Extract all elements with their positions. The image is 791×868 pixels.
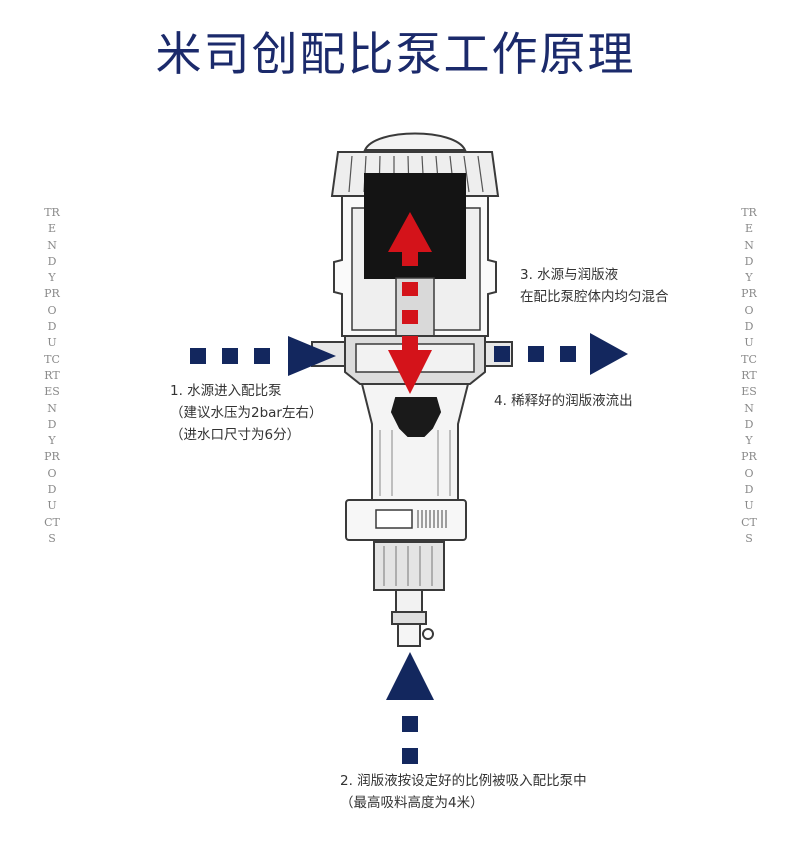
step-1-line1: 1. 水源进入配比泵 (170, 383, 282, 399)
step-3-line2: 在配比泵腔体内均匀混合 (520, 289, 669, 305)
step-3-note: 3. 水源与润版液 在配比泵腔体内均匀混合 (520, 264, 669, 308)
step-2-note: 2. 润版液按设定好的比例被吸入配比泵中 （最高吸料高度为4米） (340, 770, 587, 814)
outlet-arrow (494, 333, 628, 375)
pump-body (311, 132, 513, 647)
side-text-left: TRENDY PRODUTCRTESN DY PRODUCTS (44, 206, 60, 545)
page-title: 米司创配比泵工作原理 (155, 27, 636, 81)
inlet-arrow (190, 336, 336, 376)
suction-arrow (386, 652, 434, 764)
step-3-line1: 3. 水源与润版液 (520, 267, 619, 283)
step-1-line2: （建议水压为2bar左右） (170, 405, 323, 421)
side-text-right: TRENDY PRODUTCRTESN DY PRODUCTS (741, 206, 757, 545)
step-1-line3: （进水口尺寸为6分） (170, 427, 301, 443)
step-4-line1: 4. 稀释好的润版液流出 (494, 393, 633, 409)
step-2-line1: 2. 润版液按设定好的比例被吸入配比泵中 (340, 773, 587, 789)
red-flow-arrow (388, 212, 432, 394)
step-4-note: 4. 稀释好的润版液流出 (494, 390, 633, 412)
step-1-note: 1. 水源进入配比泵 （建议水压为2bar左右） （进水口尺寸为6分） (170, 380, 322, 446)
step-2-line2: （最高吸料高度为4米） (340, 795, 484, 811)
